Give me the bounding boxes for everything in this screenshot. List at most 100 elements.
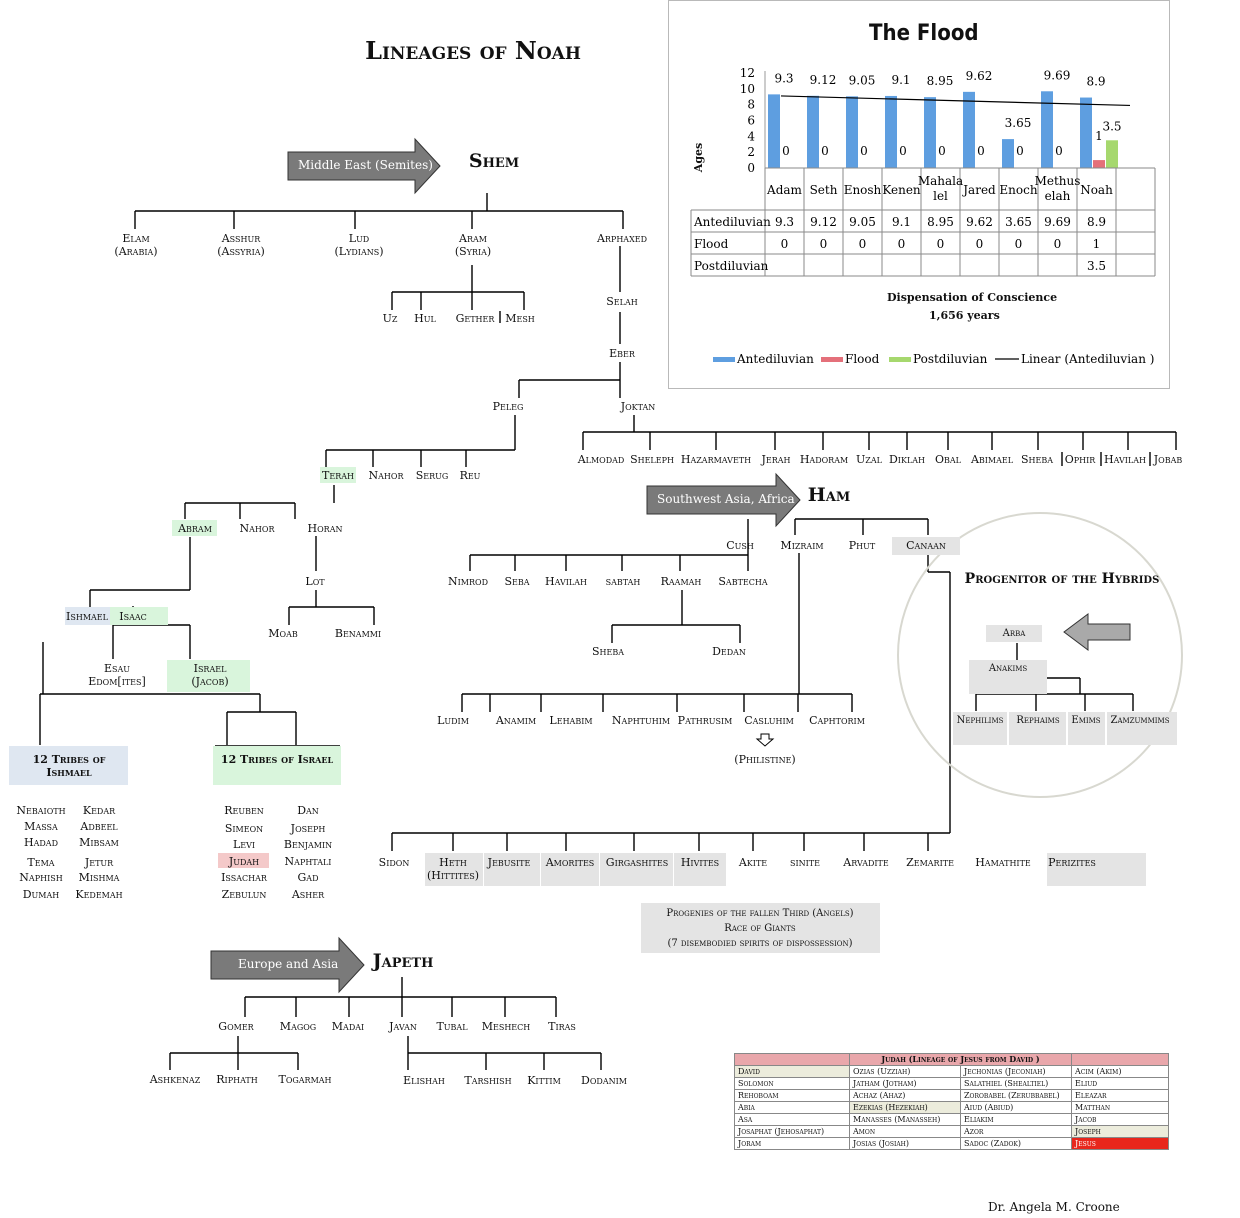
node-zamzummims: Zamzummims xyxy=(1110,715,1170,726)
node-arphaxed: Arphaxed xyxy=(596,232,648,245)
shem-title: Shem xyxy=(468,150,520,172)
node-canaan: Canaan xyxy=(906,539,946,552)
judah-table-cell: Amon xyxy=(849,1125,961,1138)
data-label: 0 xyxy=(821,144,829,158)
node-mizraim: Mizraim xyxy=(780,539,824,552)
signature: Dr. Angela M. Croone xyxy=(988,1200,1120,1214)
node-moab: Moab xyxy=(268,627,298,640)
node-hazarmaveth: Hazarmaveth xyxy=(680,453,752,466)
category-label: Enoch xyxy=(999,183,1037,197)
node-sinite: sinite xyxy=(790,856,820,869)
table-cell-value: 0 xyxy=(1015,237,1023,251)
node-tubal: Tubal xyxy=(436,1020,468,1033)
node-tarshish: Tarshish xyxy=(464,1074,512,1087)
category-label: Kenen xyxy=(882,183,921,197)
table-cell-value: 9.05 xyxy=(849,215,876,229)
node-jebusite: Jebusite xyxy=(487,856,531,869)
y-tick-label: 6 xyxy=(747,114,755,128)
legend-label: Flood xyxy=(845,352,880,366)
y-tick-label: 8 xyxy=(747,98,755,112)
legend-label: Linear (Antediluvian ) xyxy=(1021,352,1154,366)
table-cell-value: 9.1 xyxy=(892,215,911,229)
node-sheba-raamah: Sheba xyxy=(591,645,625,658)
judah-table-cell: Ezekias (Hezekiah) xyxy=(849,1101,961,1114)
judah-table-cell: Manasses (Manasseh) xyxy=(849,1113,961,1126)
node-gether: Gether xyxy=(455,312,495,325)
judah-table-cell: Jacob xyxy=(1071,1113,1169,1126)
node-selah: Selah xyxy=(606,295,638,308)
legend-swatch xyxy=(889,357,911,362)
tribe-dumah: Dumah xyxy=(22,888,60,901)
node-peleg: Peleg xyxy=(492,400,524,413)
legend-label: Postdiluvian xyxy=(913,352,988,366)
data-label: 3.65 xyxy=(1005,116,1032,130)
node-dedan: Dedan xyxy=(712,645,746,658)
category-label: lel xyxy=(933,189,948,203)
y-tick-label: 4 xyxy=(747,129,755,143)
bar xyxy=(1080,97,1092,168)
node-magog: Magog xyxy=(279,1020,317,1033)
node-jerah: Jerah xyxy=(761,453,791,466)
judah-table-cell: Eliakim xyxy=(960,1113,1072,1126)
node-cush: Cush xyxy=(726,539,754,552)
japeth-arrow xyxy=(210,936,365,994)
table-cell-value: 0 xyxy=(937,237,945,251)
node-mesh: Mesh xyxy=(505,312,535,325)
tribe-hadad: Hadad xyxy=(24,836,58,849)
category-label: Jared xyxy=(961,183,996,197)
judah-table-cell: Josias (Josiah) xyxy=(849,1137,961,1150)
data-label: 8.95 xyxy=(927,74,954,88)
data-label: 9.05 xyxy=(849,73,876,87)
data-label: 9.1 xyxy=(891,73,910,87)
data-label: 0 xyxy=(782,144,790,158)
legend-label: Antediluvian xyxy=(736,352,814,366)
tribe-mibsam: Mibsam xyxy=(79,836,119,849)
node-emims: Emims xyxy=(1071,715,1101,726)
tribe-levi: Levi xyxy=(232,838,256,851)
node-uzal: Uzal xyxy=(856,453,882,466)
node-anamim: Anamim xyxy=(495,714,537,727)
bar xyxy=(1093,160,1105,168)
node-hivites: Hivites xyxy=(680,856,720,869)
y-tick-label: 12 xyxy=(740,66,755,80)
judah-table-cell: Zorobabel (Zerubbabel) xyxy=(960,1089,1072,1102)
node-lehabim: Lehabim xyxy=(549,714,593,727)
node-seba: Seba xyxy=(504,575,530,588)
judah-table-cell: David xyxy=(734,1065,850,1078)
table-series-name: Flood xyxy=(694,237,729,251)
progenies-note: Progenies of the fallen Third (Angels)Ra… xyxy=(666,908,854,949)
bar xyxy=(807,95,819,168)
node-hamathite: Hamathite xyxy=(975,856,1031,869)
tribe-adbeel: Adbeel xyxy=(80,820,118,833)
data-label: 8.9 xyxy=(1086,75,1105,89)
judah-table-cell: Rehoboam xyxy=(734,1089,850,1102)
hybrids-title: Progenitor of the Hybrids xyxy=(964,571,1160,587)
japeth-title: Japeth xyxy=(372,950,434,972)
node-rephaims: Rephaims xyxy=(1016,715,1060,726)
node-nahor-terah: Nahor xyxy=(239,522,275,535)
japeth-arrow-label: Europe and Asia xyxy=(238,957,339,971)
data-label: 0 xyxy=(1055,144,1063,158)
legend-swatch xyxy=(821,357,843,362)
node-caphtorim: Caphtorim xyxy=(809,714,865,727)
node-madai: Madai xyxy=(331,1020,365,1033)
node-togarmah: Togarmah xyxy=(278,1073,332,1086)
node-hadoram: Hadoram xyxy=(799,453,849,466)
page-title: Lineages of Noah xyxy=(365,36,581,65)
node-havilah-joktan: Havilah xyxy=(1104,453,1146,466)
category-label: Mahala xyxy=(918,174,963,188)
node-abram: Abram xyxy=(178,522,212,535)
node-arvadite: Arvadite xyxy=(843,856,889,869)
tribe-nebaioth: Nebaioth xyxy=(16,804,66,817)
tribe-tema: Tema xyxy=(27,856,55,869)
node-akite: Akite xyxy=(738,856,768,869)
judah-table-cell: Matthan xyxy=(1071,1101,1169,1114)
node-phut: Phut xyxy=(848,539,876,552)
trendline xyxy=(780,95,1131,107)
judah-table-cell: Solomon xyxy=(734,1077,850,1090)
data-label: 9.3 xyxy=(774,71,793,85)
tribe-mishma: Mishma xyxy=(78,871,120,884)
